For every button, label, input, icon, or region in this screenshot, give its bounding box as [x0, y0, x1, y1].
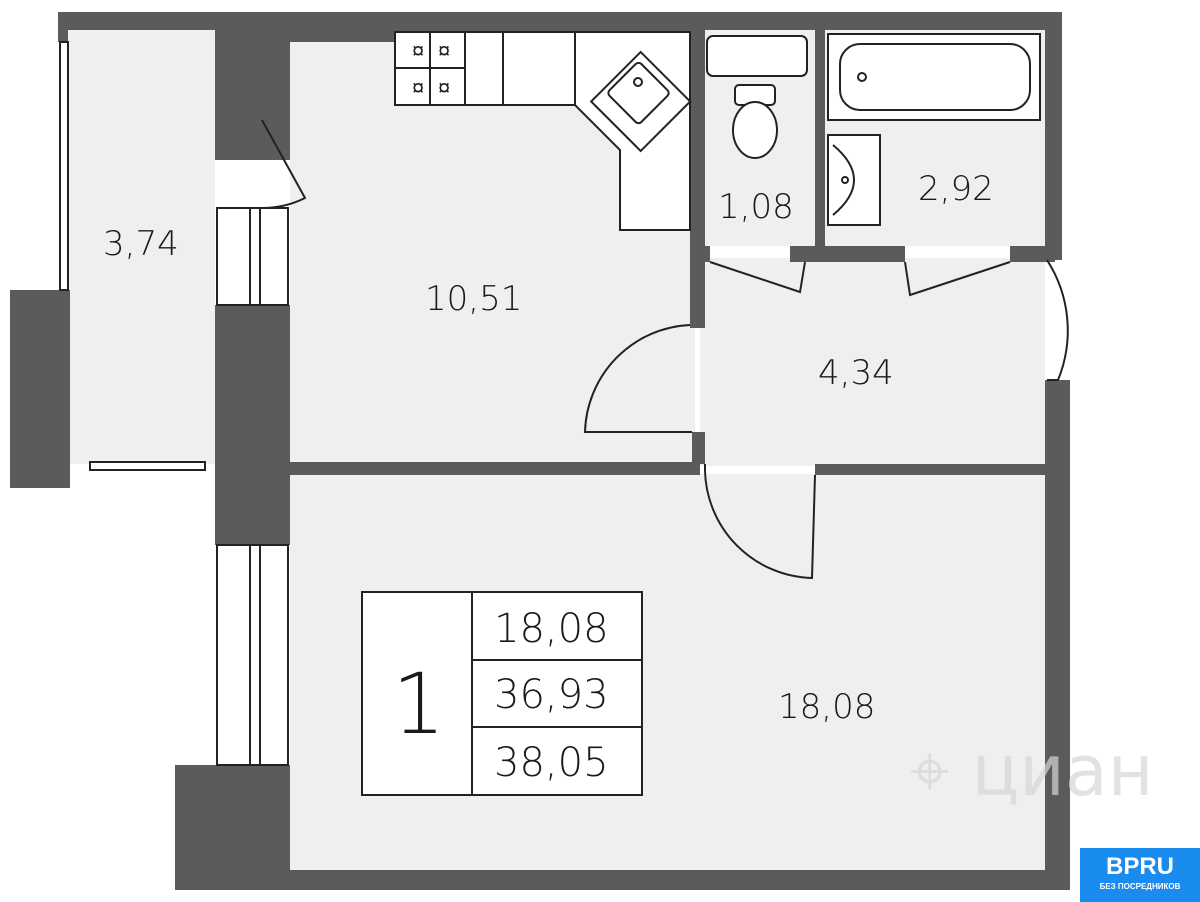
- kitchen-area-label: 10,51: [425, 279, 522, 319]
- rooms-count: 1: [392, 655, 445, 753]
- bathtub-icon: [827, 33, 1041, 121]
- balcony-area-label: 3,74: [103, 224, 179, 264]
- logo-tagline: БЕЗ ПОСРЕДНИКОВ: [1099, 882, 1181, 891]
- logo-name: BPRU: [1105, 853, 1174, 880]
- washbasin-icon: [827, 134, 881, 226]
- windows: [59, 41, 289, 766]
- doors: [261, 119, 1069, 580]
- bedroom-area-label: 18,08: [778, 687, 875, 727]
- svg-text:¤: ¤: [412, 38, 424, 63]
- toilet-area-label: 1,08: [718, 187, 794, 227]
- sink-icon: [589, 50, 692, 153]
- balcony-floor: [68, 28, 215, 464]
- svg-text:¤: ¤: [412, 75, 424, 100]
- summary-box: 1 18,08 36,93 38,05: [361, 591, 643, 796]
- watermark: ⌖ циан: [910, 730, 1153, 812]
- total-area: 36,93: [494, 672, 609, 718]
- bpru-logo: BPRU БЕЗ ПОСРЕДНИКОВ: [1080, 848, 1200, 902]
- walls: [10, 12, 1070, 890]
- hall-area-label: 4,34: [818, 353, 894, 393]
- svg-text:⌖ циан: ⌖ циан: [910, 730, 1153, 812]
- living-area: 18,08: [494, 606, 609, 652]
- toilet-icon: [706, 35, 808, 159]
- stove-icon: ¤ ¤ ¤ ¤: [412, 38, 450, 100]
- svg-text:¤: ¤: [438, 75, 450, 100]
- hall-floor: [700, 258, 1045, 466]
- bathroom-area-label: 2,92: [918, 169, 994, 209]
- total-with-balcony: 38,05: [494, 740, 609, 786]
- svg-text:¤: ¤: [438, 38, 450, 63]
